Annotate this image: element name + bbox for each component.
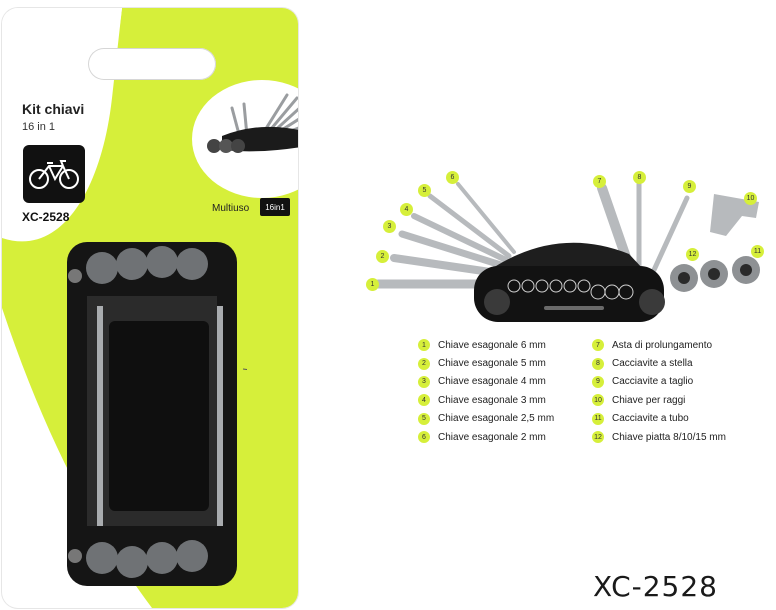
callout-11: 11 bbox=[751, 245, 764, 258]
legend-item: 9 Cacciavite a taglio bbox=[592, 373, 726, 391]
legend-item: 12 Chiave piatta 8/10/15 mm bbox=[592, 428, 726, 446]
legend-number: 12 bbox=[592, 431, 604, 444]
callout-7: 7 bbox=[593, 175, 606, 188]
callout-3: 3 bbox=[383, 220, 396, 233]
legend-number: 10 bbox=[592, 394, 604, 407]
spoke-wrench bbox=[710, 194, 759, 236]
legend-label: Chiave esagonale 2,5 mm bbox=[438, 413, 555, 425]
legend-label: Cacciavite a tubo bbox=[612, 413, 689, 425]
legend-number: 7 bbox=[592, 339, 604, 352]
legend-number: 11 bbox=[592, 412, 604, 425]
legend-label: Chiave esagonale 6 mm bbox=[438, 339, 546, 351]
legend-item: 8 Cacciavite a stella bbox=[592, 354, 726, 372]
legend-item: 10 Chiave per raggi bbox=[592, 391, 726, 409]
legend-number: 1 bbox=[418, 339, 430, 352]
callout-1: 1 bbox=[366, 278, 379, 291]
legend-number: 8 bbox=[592, 357, 604, 370]
bike-badge bbox=[23, 145, 85, 203]
legend-item: 11 Cacciavite a tubo bbox=[592, 410, 726, 428]
hex-key-6 bbox=[456, 182, 516, 254]
legend-label: Chiave esagonale 2 mm bbox=[438, 431, 546, 443]
callout-12: 12 bbox=[686, 248, 699, 261]
legend-number: 4 bbox=[418, 394, 430, 407]
legend-label: Asta di prolungamento bbox=[612, 339, 713, 351]
hex-key-4 bbox=[411, 213, 509, 263]
card-title: Kit chiavi bbox=[22, 101, 85, 117]
legend-item: 4 Chiave esagonale 3 mm bbox=[418, 391, 554, 409]
model-code: XC-2528 bbox=[592, 570, 718, 603]
callout-10: 10 bbox=[744, 192, 757, 205]
bicycle-icon bbox=[29, 160, 79, 189]
multitool-diagram bbox=[373, 181, 760, 322]
callout-8: 8 bbox=[633, 171, 646, 184]
hex-key-3 bbox=[398, 230, 508, 270]
legend-item: 2 Chiave esagonale 5 mm bbox=[418, 354, 554, 372]
legend-label: Cacciavite a taglio bbox=[612, 376, 694, 388]
card-multitool-photo bbox=[67, 242, 247, 586]
callout-5: 5 bbox=[418, 184, 431, 197]
legend-item: 6 Chiave esagonale 2 mm bbox=[418, 428, 554, 446]
legend-label: Chiave esagonale 5 mm bbox=[438, 358, 546, 370]
16in1-badge: 16in1 bbox=[260, 198, 290, 216]
legend-item: 5 Chiave esagonale 2,5 mm bbox=[418, 410, 554, 428]
legend-number: 2 bbox=[418, 357, 430, 370]
callout-9: 9 bbox=[683, 180, 696, 193]
legend-column-right: 7 Asta di prolungamento 8 Cacciavite a ste… bbox=[592, 336, 726, 446]
legend-label: Cacciavite a stella bbox=[612, 358, 693, 370]
legend-item: 7 Asta di prolungamento bbox=[592, 336, 726, 354]
legend-label: Chiave esagonale 4 mm bbox=[438, 376, 546, 388]
legend-item: 3 Chiave esagonale 4 mm bbox=[418, 373, 554, 391]
packaging-card: Kit chiavi 16 in 1 XC-2528 Multiuso 16in… bbox=[2, 8, 298, 608]
legend-number: 9 bbox=[592, 375, 604, 388]
card-subtitle: 16 in 1 bbox=[22, 121, 56, 133]
legend-number: 6 bbox=[418, 431, 430, 444]
card-product-code: XC-2528 bbox=[22, 210, 70, 224]
legend-label: Chiave esagonale 3 mm bbox=[438, 394, 546, 406]
callout-4: 4 bbox=[400, 203, 413, 216]
legend-number: 3 bbox=[418, 375, 430, 388]
callout-6: 6 bbox=[446, 171, 459, 184]
callout-2: 2 bbox=[376, 250, 389, 263]
flat-screwdriver bbox=[651, 195, 690, 273]
legend-number: 5 bbox=[418, 412, 430, 425]
hang-hole bbox=[88, 48, 216, 80]
legend-label: Chiave piatta 8/10/15 mm bbox=[612, 431, 726, 443]
hex-key-5 bbox=[427, 193, 512, 259]
legend-item: 1 Chiave esagonale 6 mm bbox=[418, 336, 554, 354]
thumbnail-photo bbox=[192, 80, 298, 198]
legend-label: Chiave per raggi bbox=[612, 394, 686, 406]
multiuso-label: Multiuso bbox=[212, 203, 250, 214]
